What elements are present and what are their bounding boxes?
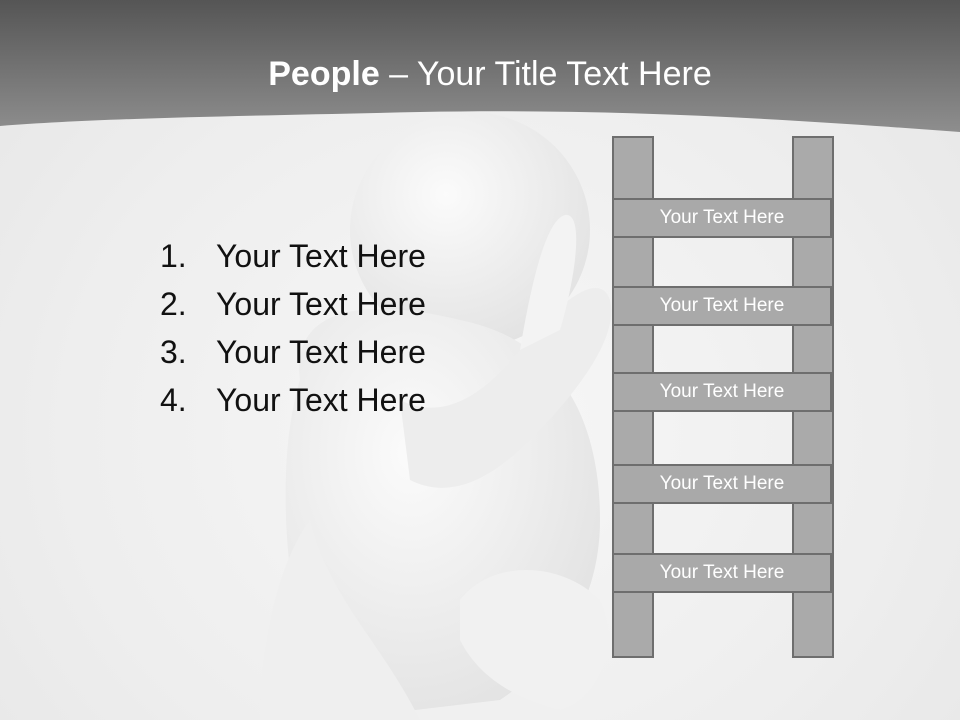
list-number: 4. (160, 382, 187, 418)
list-text: Your Text Here (216, 286, 426, 322)
header-band (0, 0, 960, 132)
list-item: 3. Your Text Here (160, 328, 426, 376)
list-item: 2. Your Text Here (160, 280, 426, 328)
title-bold: People (268, 55, 380, 93)
ladder-rung: Your Text Here (612, 553, 832, 593)
list-item: 1. Your Text Here (160, 232, 426, 280)
list-number: 3. (160, 334, 187, 370)
numbered-list: 1. Your Text Here 2. Your Text Here 3. Your… (160, 232, 426, 424)
slide-title: People – Your Title Text Here (0, 52, 960, 96)
ladder-rung: Your Text Here (612, 372, 832, 412)
list-number: 2. (160, 286, 187, 322)
ladder-rung: Your Text Here (612, 286, 832, 326)
list-text: Your Text Here (216, 382, 426, 418)
list-text: Your Text Here (216, 334, 426, 370)
ladder-rung: Your Text Here (612, 198, 832, 238)
list-number: 1. (160, 238, 187, 274)
list-item: 4. Your Text Here (160, 376, 426, 424)
title-rest: – Your Title Text Here (379, 55, 712, 93)
ladder-rung: Your Text Here (612, 464, 832, 504)
list-text: Your Text Here (216, 238, 426, 274)
